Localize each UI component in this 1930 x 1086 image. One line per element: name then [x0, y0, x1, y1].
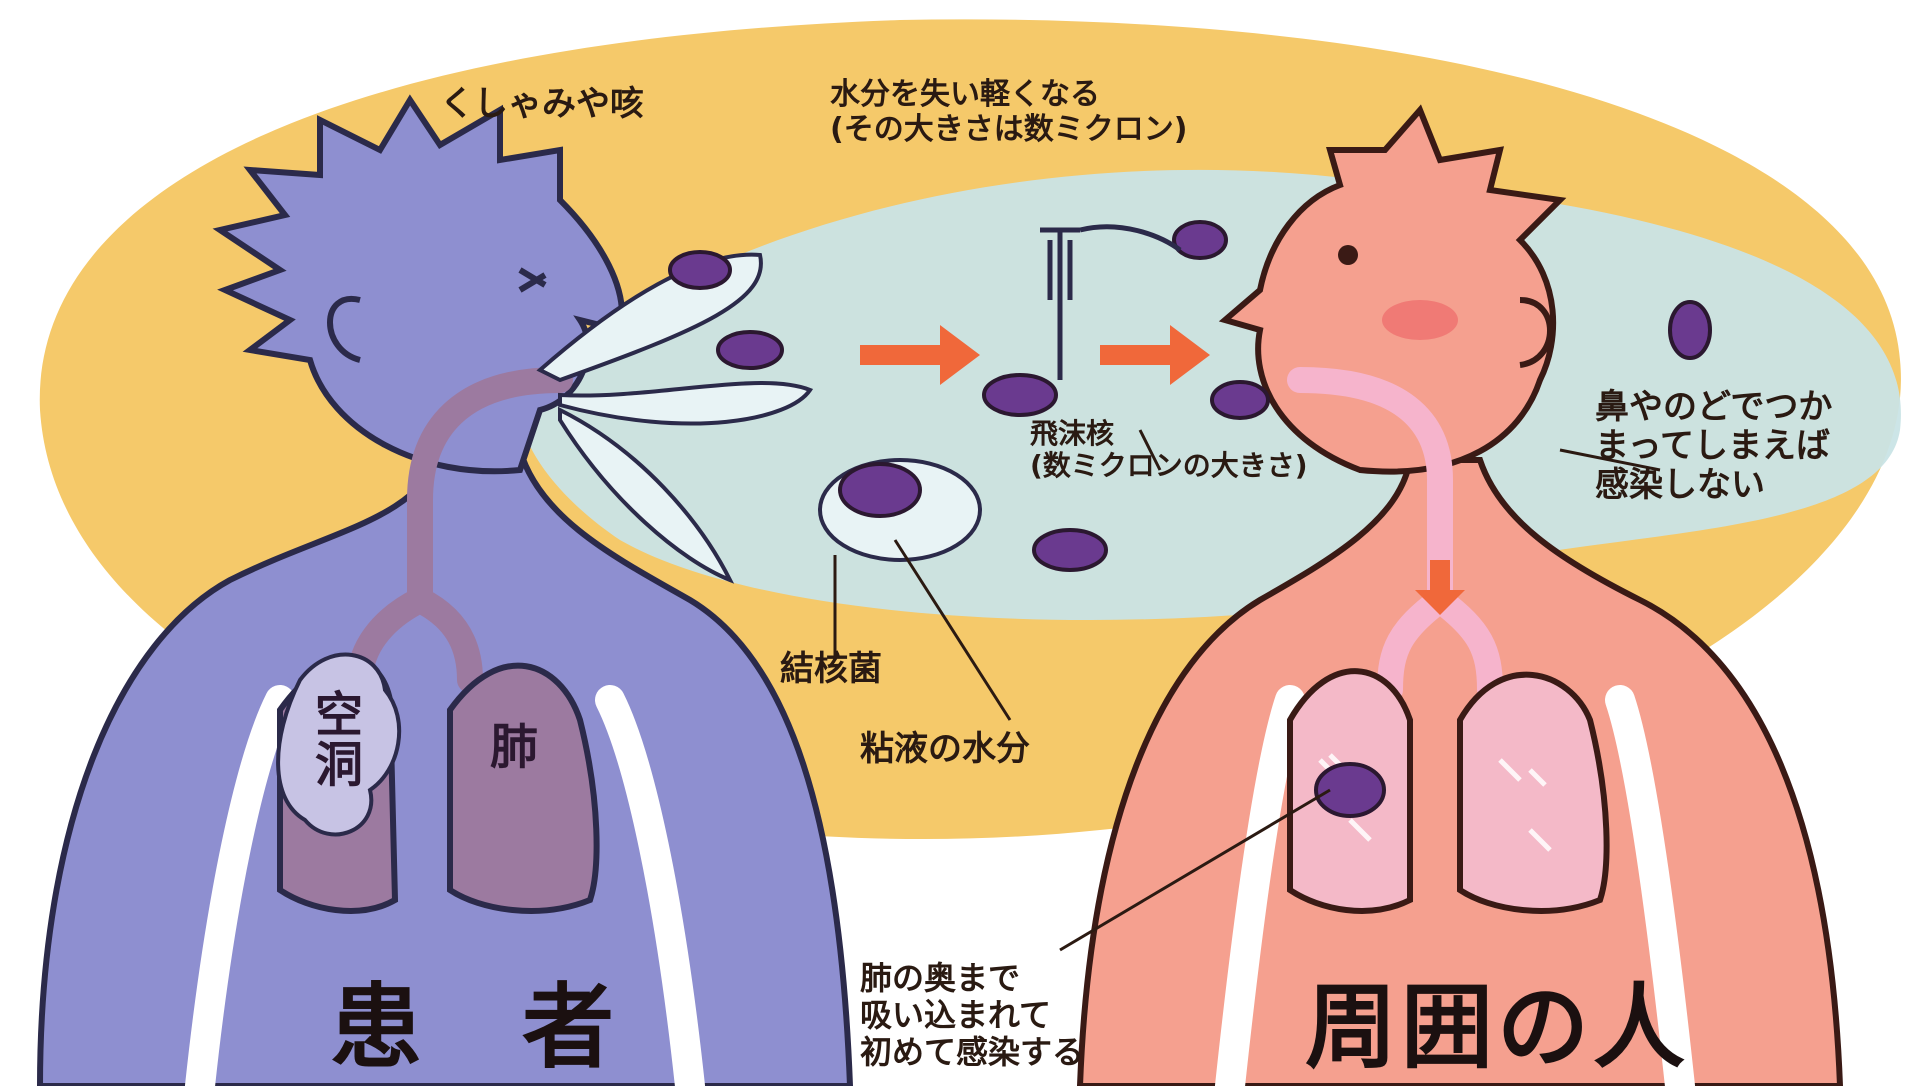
lung-label: 肺: [490, 720, 538, 775]
lose-water-label: 水分を失い軽くなる (その大きさは数ミクロン): [830, 78, 1187, 147]
cavity-label: 空 洞: [315, 690, 363, 791]
droplet-nucleus-label: 飛沫核 (数ミクロンの大きさ): [1030, 418, 1308, 482]
mucus-water-label: 粘液の水分: [860, 730, 1030, 769]
deep-lung-label: 肺の奥まで 吸い込まれて 初めて感染する: [860, 960, 1084, 1070]
patient-caption: 患 者: [330, 975, 618, 1081]
surrounding-people-caption: 周囲の人: [1305, 975, 1689, 1081]
tb-bacteria-label: 結核菌: [780, 650, 882, 689]
nose-throat-label: 鼻やのどでつか まってしまえば 感染しない: [1595, 388, 1832, 505]
sneeze-label: くしゃみや咳: [440, 85, 644, 124]
